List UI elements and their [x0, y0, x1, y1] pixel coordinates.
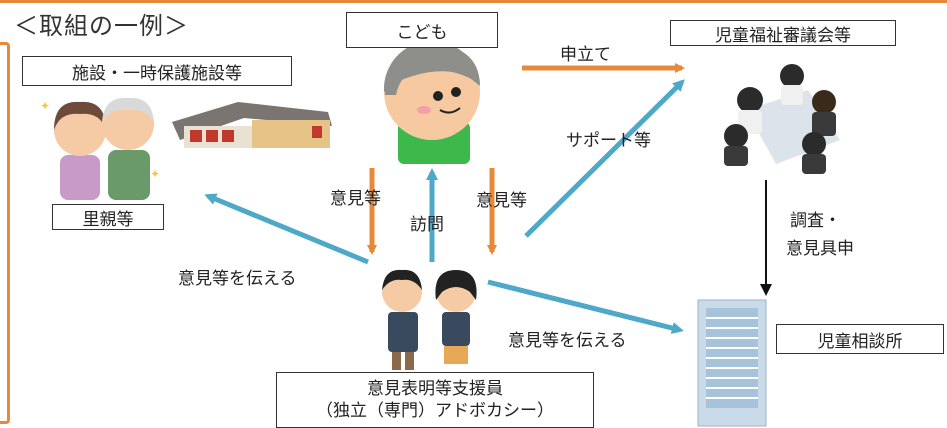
left-bracket [0, 42, 10, 424]
house-illustration [172, 102, 332, 148]
arrow-convey-right [487, 279, 684, 334]
node-foster: 里親等 [52, 204, 164, 230]
label-support: サポート等 [566, 131, 651, 151]
node-facility: 施設・一時保護施設等 [22, 56, 292, 86]
node-guidance-center: 児童相談所 [776, 324, 944, 354]
label-investigation-2: 意見具申 [786, 239, 854, 259]
diagram-title: ＜取組の一例＞ [14, 12, 189, 40]
council-meeting-illustration [724, 64, 840, 174]
svg-text:✦: ✦ [40, 99, 50, 113]
node-advocate: 意見表明等支援員 （独立（専門）アドボカシー） [276, 372, 594, 428]
child-illustration [383, 40, 480, 164]
arrow-convey-left [204, 193, 369, 265]
svg-text:✦: ✦ [150, 167, 160, 181]
label-convey-right: 意見等を伝える [508, 331, 627, 351]
advocate-subtitle: （独立（専門）アドボカシー） [316, 401, 554, 421]
support-staff-illustration [382, 269, 477, 370]
arrow-support [524, 79, 685, 238]
top-rule [0, 0, 947, 3]
node-child: こども [346, 12, 498, 48]
label-investigation-1: 調査・ [790, 211, 841, 231]
foster-couple-illustration: ✦ ✦ [40, 97, 160, 200]
advocate-title: 意見表明等支援員 [367, 379, 503, 399]
label-petition: 申立て [560, 45, 611, 65]
label-visit: 訪問 [410, 215, 444, 235]
label-convey-left: 意見等を伝える [178, 269, 297, 289]
guidance-center-building-illustration [697, 299, 767, 427]
label-opinion-left: 意見等 [330, 189, 381, 209]
node-council: 児童福祉審議会等 [670, 20, 896, 46]
label-opinion-right: 意見等 [476, 191, 527, 211]
